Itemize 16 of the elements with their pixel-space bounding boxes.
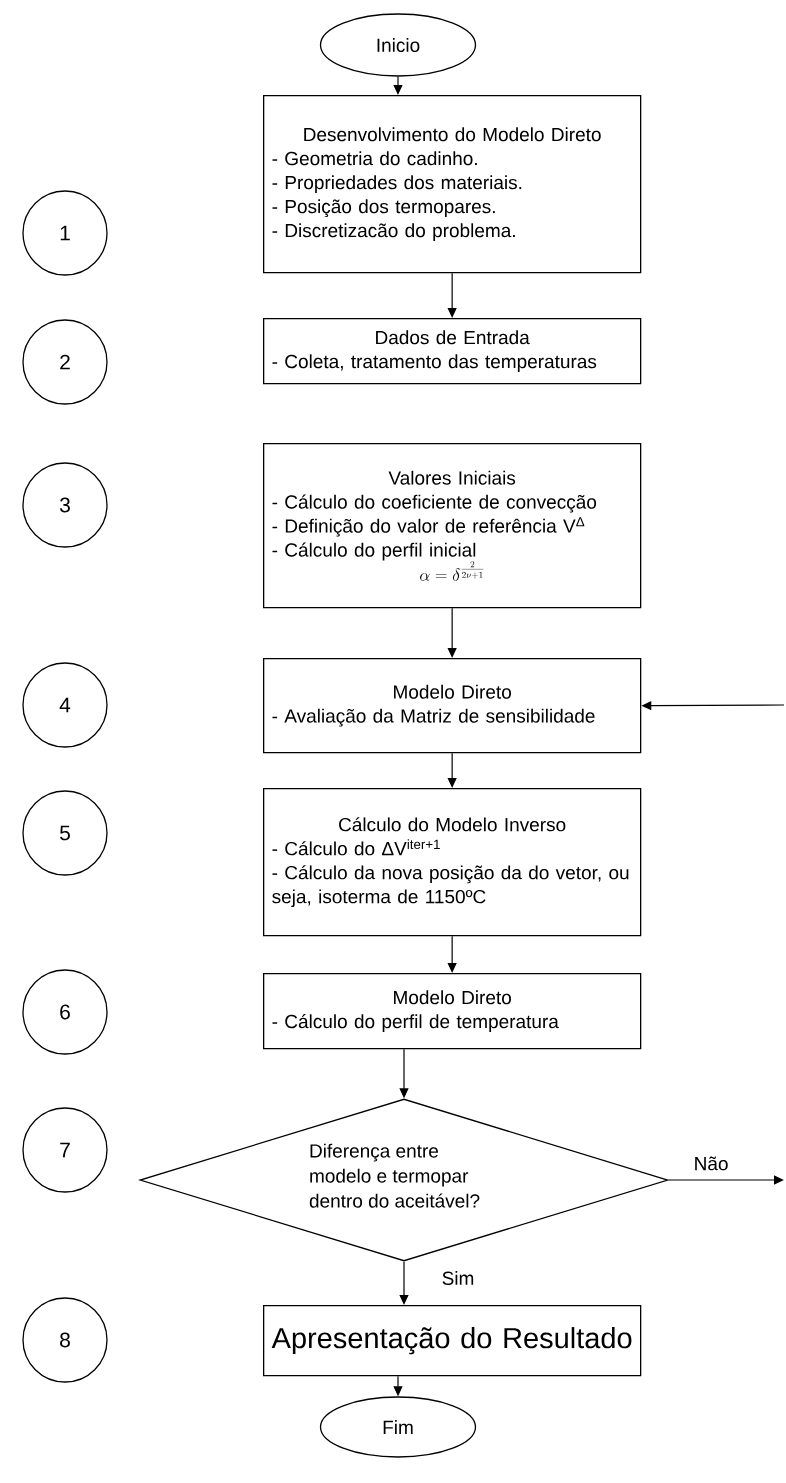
arrow: [447, 272, 457, 318]
arrow: [668, 1175, 784, 1185]
process-box: Modelo Direto - Cálculo do perfil de temperatura: [263, 973, 642, 1050]
arrow: [393, 76, 403, 95]
process-box: Cálculo do Modelo Inverso - Cálculo do ΔV$^{iter+1}$ - Cálculo da nova posição da do vetor, ou seja, isoterma de 1150ºC: [263, 788, 642, 937]
arrow: [447, 935, 457, 973]
process-box: Modelo Direto - Avaliação da Matriz de sensibilidade: [263, 658, 642, 754]
arrow: [447, 607, 457, 658]
process-box: Desenvolvimento do Modelo Direto - Geometria do cadinho. - Propriedades dos materiais. - Posição dos termopares. - Discretizacão do problema.: [263, 95, 642, 274]
arrow: [399, 1261, 409, 1305]
process-box: Apresentação do Resultado: [263, 1305, 642, 1377]
process-box: Dados de Entrada - Coleta, tratamento das temperaturas: [263, 318, 642, 385]
process-box: Valores Iniciais - Cálculo do coeficiente de convecção - Definição do valor de referência V$^{Δ}$ - Cálculo do perfil inicial $\alpha = \delta^{\frac{2}{2\nu+1}}$: [263, 443, 642, 609]
edge-label: Sim: [440, 1270, 476, 1286]
arrow: [447, 752, 457, 788]
edge-label: Não: [692, 1155, 730, 1172]
